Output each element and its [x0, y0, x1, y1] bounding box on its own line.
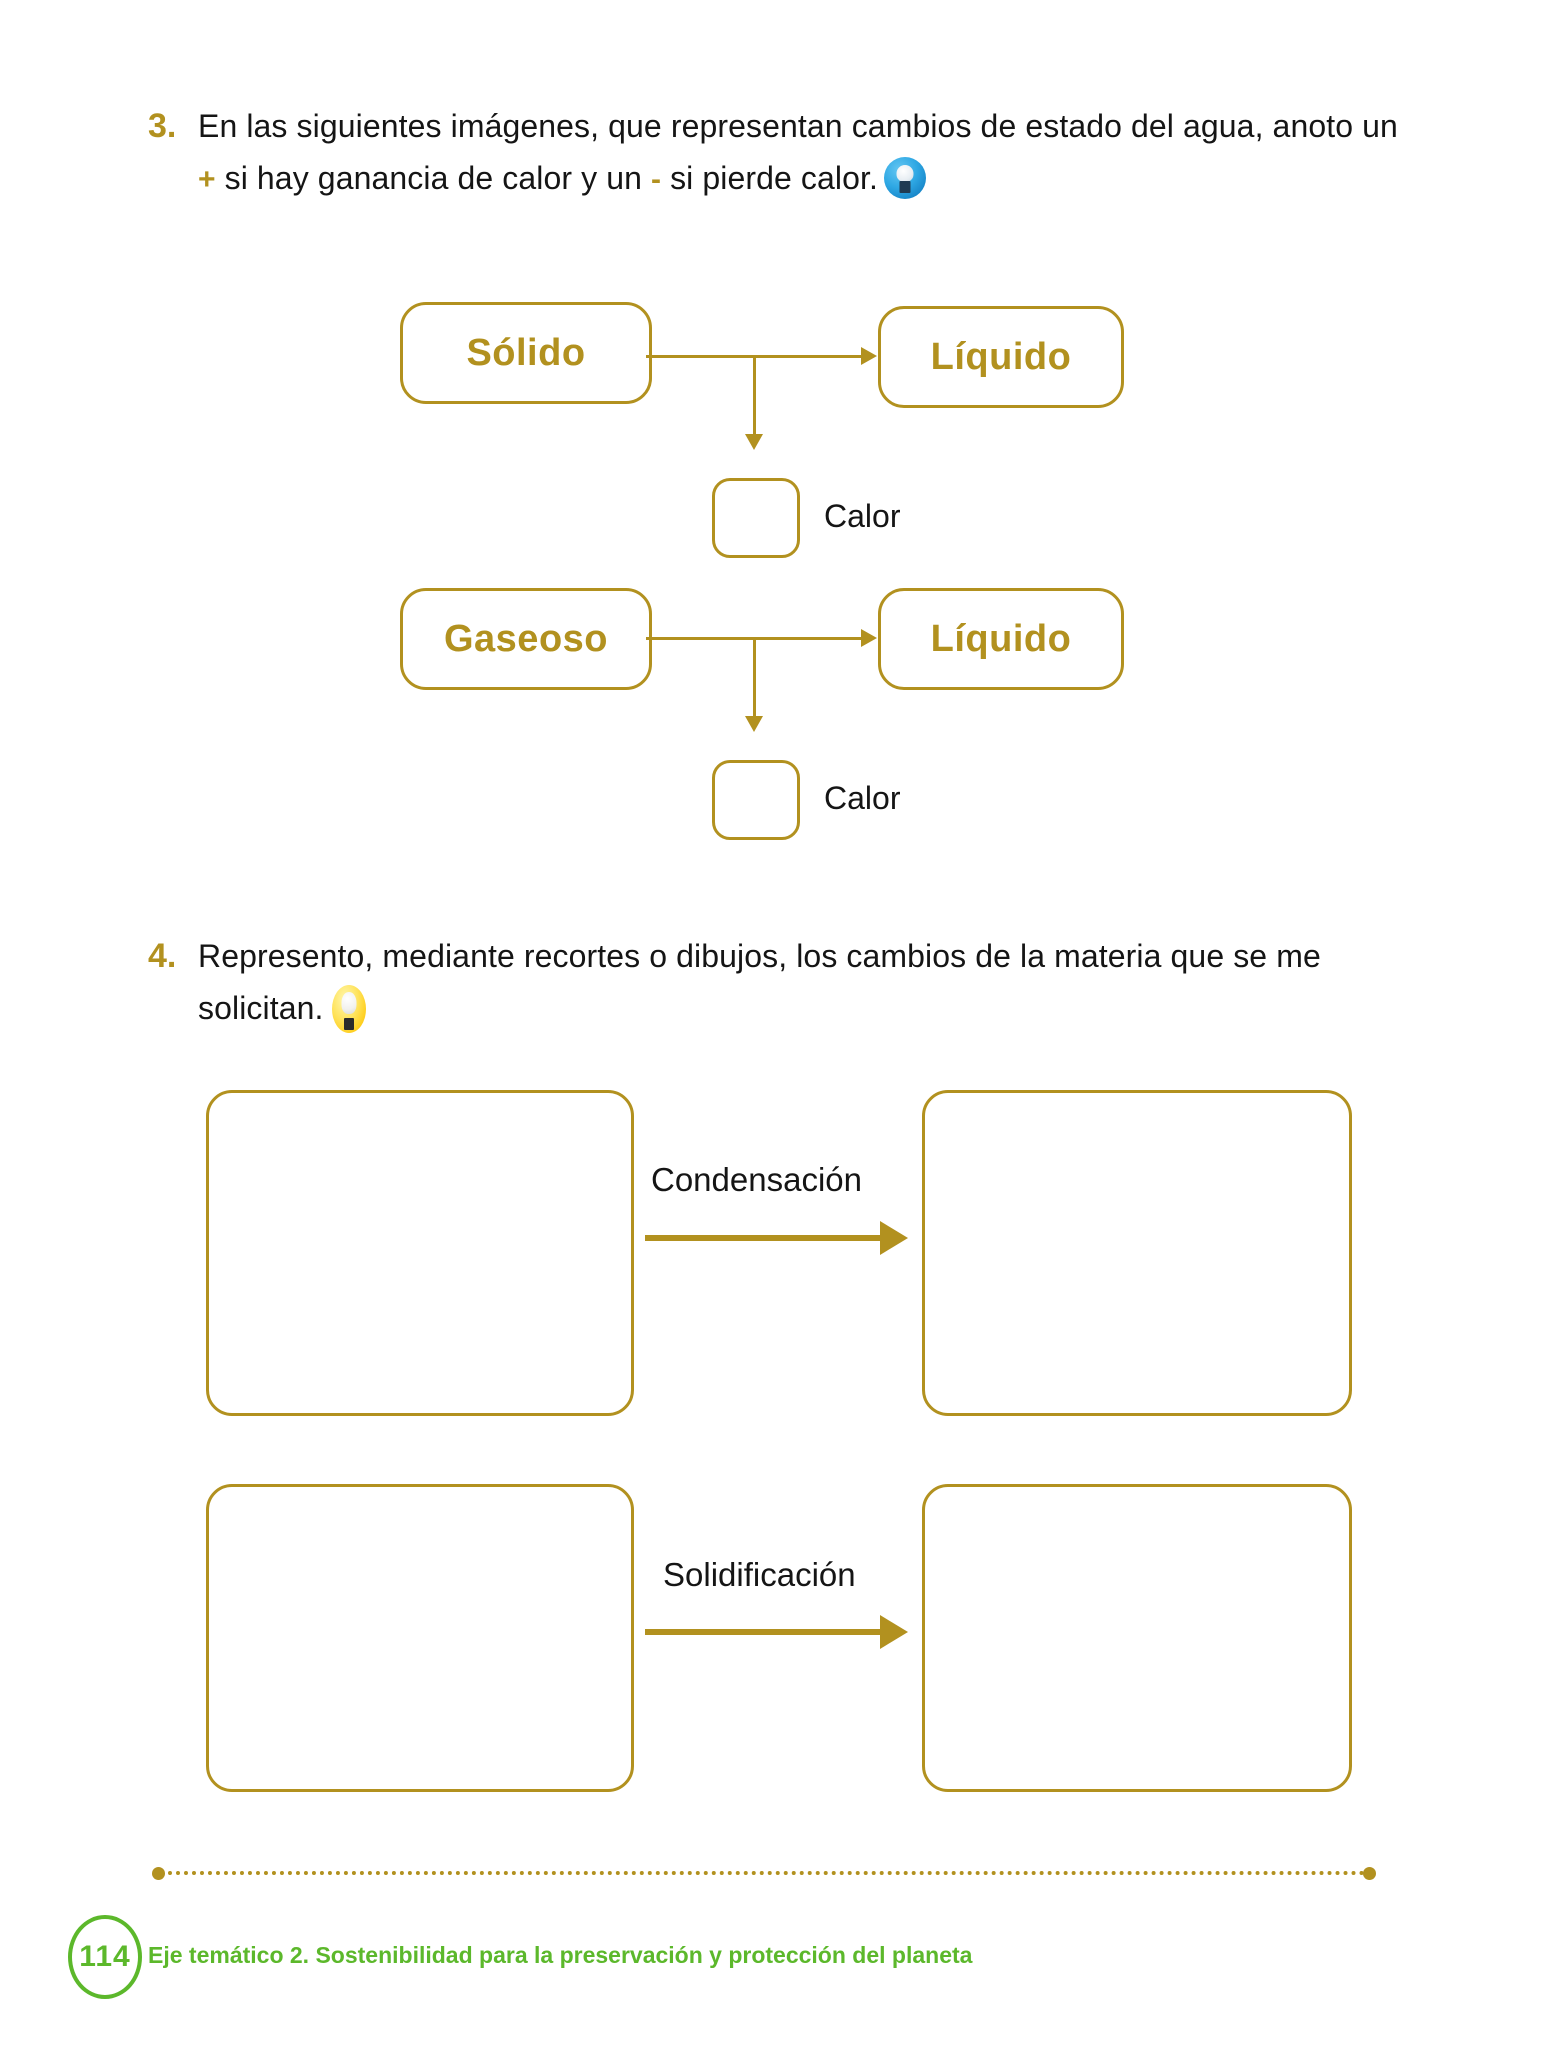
- footer-label: Eje temático 2. Sostenibilidad para la p…: [148, 1942, 973, 1968]
- rule-dot-left: [152, 1867, 165, 1880]
- connector-branch-row1: [753, 355, 756, 438]
- answer-box-row2[interactable]: [712, 760, 800, 840]
- arrow-head-row2-down: [745, 716, 763, 732]
- arrow-head-condensacion: [880, 1221, 908, 1255]
- state-box-liquido-2-label: Líquido: [930, 617, 1072, 660]
- arrow-head-row1-right: [861, 347, 877, 365]
- state-box-liquido-2: Líquido: [878, 588, 1124, 690]
- exercise-4-text: Represento, mediante recortes o dibujos,…: [198, 930, 1388, 1034]
- change-label-condensacion: Condensación: [651, 1161, 862, 1198]
- lightbulb-yellow-icon: [331, 985, 366, 1033]
- minus-symbol: -: [651, 163, 662, 196]
- state-box-gaseoso-label: Gaseoso: [443, 617, 609, 660]
- plus-symbol: +: [198, 163, 216, 196]
- answer-box-row1[interactable]: [712, 478, 800, 558]
- exercise-3-text-part-1: En las siguientes imágenes, que represen…: [198, 108, 1398, 144]
- rule-dot-right: [1363, 1867, 1376, 1880]
- exercise-4-number: 4.: [148, 937, 177, 975]
- exercise-4-text-part-1: Represento, mediante recortes o dibujos,…: [198, 938, 1321, 1026]
- exercise-3-number: 3.: [148, 107, 177, 145]
- lightbulb-blue-icon: [884, 157, 927, 199]
- state-box-solido-label: Sólido: [466, 331, 586, 374]
- page-number: 114: [79, 1940, 131, 1973]
- exercise-3-text: En las siguientes imágenes, que represen…: [198, 100, 1398, 206]
- state-box-liquido-1-label: Líquido: [930, 335, 1072, 378]
- change-label-solidificacion: Solidificación: [663, 1556, 856, 1593]
- state-box-solido: Sólido: [400, 302, 652, 404]
- state-box-liquido-1: Líquido: [878, 306, 1124, 408]
- connector-branch-row2: [753, 637, 756, 720]
- state-box-gaseoso: Gaseoso: [400, 588, 652, 690]
- calor-label-row2: Calor: [824, 780, 901, 816]
- drawing-box-2-left[interactable]: [206, 1484, 634, 1792]
- exercise-4: 4. Represento, mediante recortes o dibuj…: [148, 930, 1408, 1034]
- connector-line-row1: [646, 355, 866, 358]
- drawing-box-1-left[interactable]: [206, 1090, 634, 1416]
- page-number-badge: 114: [68, 1915, 142, 1999]
- exercise-3-text-part-3: si pierde calor.: [661, 160, 879, 196]
- arrow-line-condensacion: [645, 1235, 887, 1241]
- connector-line-row2: [646, 637, 866, 640]
- calor-label-row1: Calor: [824, 498, 901, 534]
- arrow-head-row1-down: [745, 434, 763, 450]
- exercise-3: 3. En las siguientes imágenes, que repre…: [148, 100, 1408, 206]
- arrow-head-row2-right: [861, 629, 877, 647]
- exercise-3-text-part-2: si hay ganancia de calor y un: [215, 160, 651, 196]
- arrow-line-solidificacion: [645, 1629, 887, 1635]
- arrow-head-solidificacion: [880, 1615, 908, 1649]
- drawing-box-2-right[interactable]: [922, 1484, 1352, 1792]
- footer-dotted-rule: [168, 1871, 1365, 1879]
- drawing-box-1-right[interactable]: [922, 1090, 1352, 1416]
